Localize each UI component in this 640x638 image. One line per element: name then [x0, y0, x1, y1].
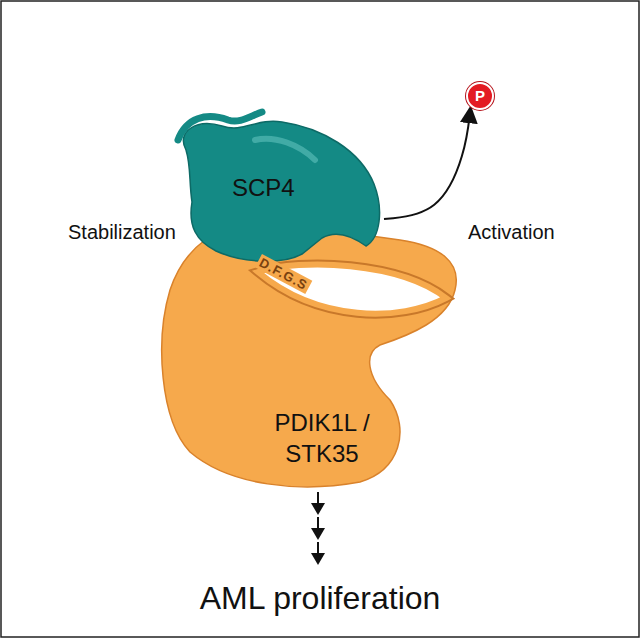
shape-path — [162, 228, 456, 487]
activation-label: Activation — [468, 221, 555, 244]
node-text: PDIK1L / STK35 — [262, 407, 382, 469]
node-text: SCP4 — [232, 172, 295, 203]
shape-path — [178, 112, 262, 140]
reaction-arrow — [384, 109, 470, 219]
outcome-label: AML proliferation — [200, 580, 441, 617]
shape-path — [255, 139, 315, 160]
node-text: P — [475, 86, 485, 106]
cascade-arrows — [311, 492, 325, 565]
stabilization-label: Stabilization — [68, 221, 176, 244]
scp4-protein: SCP4 — [165, 100, 390, 270]
phosphate-circle: P — [466, 82, 494, 110]
